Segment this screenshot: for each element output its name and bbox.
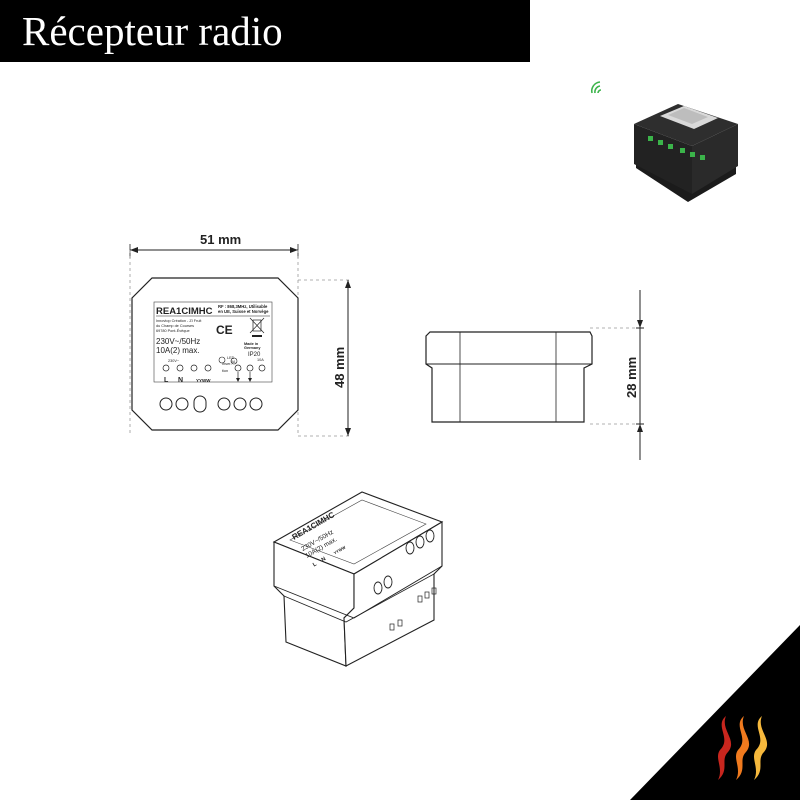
width-label: 51 mm (200, 232, 241, 247)
title-bar: Récepteur radio (0, 0, 530, 62)
depth-dimension (590, 290, 644, 460)
flame-logo-icon (718, 716, 768, 780)
svg-text:10A: 10A (257, 358, 264, 362)
model-name: REA1CIMHC (156, 306, 213, 317)
svg-text:5A: 5A (231, 360, 236, 364)
depth-label: 28 mm (624, 357, 639, 398)
product-photo (634, 104, 738, 202)
svg-text:28 mm: 28 mm (624, 357, 639, 398)
svg-text:IP20: IP20 (248, 352, 261, 358)
side-view-body (425, 331, 593, 423)
isometric-view: REA1CIMHC 230V~/50Hz 10A(2) max. L N YYW… (272, 491, 444, 667)
svg-text:YYWW: YYWW (196, 378, 211, 383)
weee-bin-icon (249, 317, 265, 337)
height-label: 48 mm (332, 347, 347, 388)
svg-text:L: L (164, 377, 169, 384)
svg-text:10A(2) max.: 10A(2) max. (156, 346, 200, 355)
front-label: REA1CIMHC RF : 868,3MHz, Utilisable en U… (156, 304, 270, 384)
svg-text:230V~/50Hz: 230V~/50Hz (156, 337, 200, 346)
ce-mark-icon: CE (216, 323, 233, 337)
svg-text:230V~: 230V~ (168, 359, 180, 363)
svg-text:N: N (321, 556, 327, 563)
svg-text:RF : 868,3MHz, Utilisable: RF : 868,3MHz, Utilisable (218, 304, 268, 309)
height-dimension (298, 279, 352, 437)
svg-text:N: N (178, 377, 183, 384)
svg-text:YYWW: YYWW (333, 545, 347, 556)
svg-text:du Champ de Courses: du Champ de Courses (156, 324, 194, 328)
svg-text:69780 Pont-Évêque: 69780 Pont-Évêque (156, 328, 190, 333)
svg-text:Inser-: Inser- (222, 362, 232, 366)
svg-text:tion: tion (222, 369, 228, 373)
svg-text:48 mm: 48 mm (332, 347, 347, 388)
svg-text:en UE, Suisse et Norvège: en UE, Suisse et Norvège (218, 309, 269, 314)
svg-text:Innovtop Création - ZI Fruit: Innovtop Création - ZI Fruit (156, 319, 202, 323)
svg-text:Germany: Germany (244, 346, 261, 350)
svg-text:51 mm: 51 mm (200, 232, 241, 247)
radio-signal-icon (590, 81, 602, 94)
svg-text:Made in: Made in (244, 342, 259, 346)
svg-text:L: L (312, 561, 318, 568)
page-title: Récepteur radio (22, 8, 283, 54)
svg-text:LED: LED (227, 356, 235, 360)
